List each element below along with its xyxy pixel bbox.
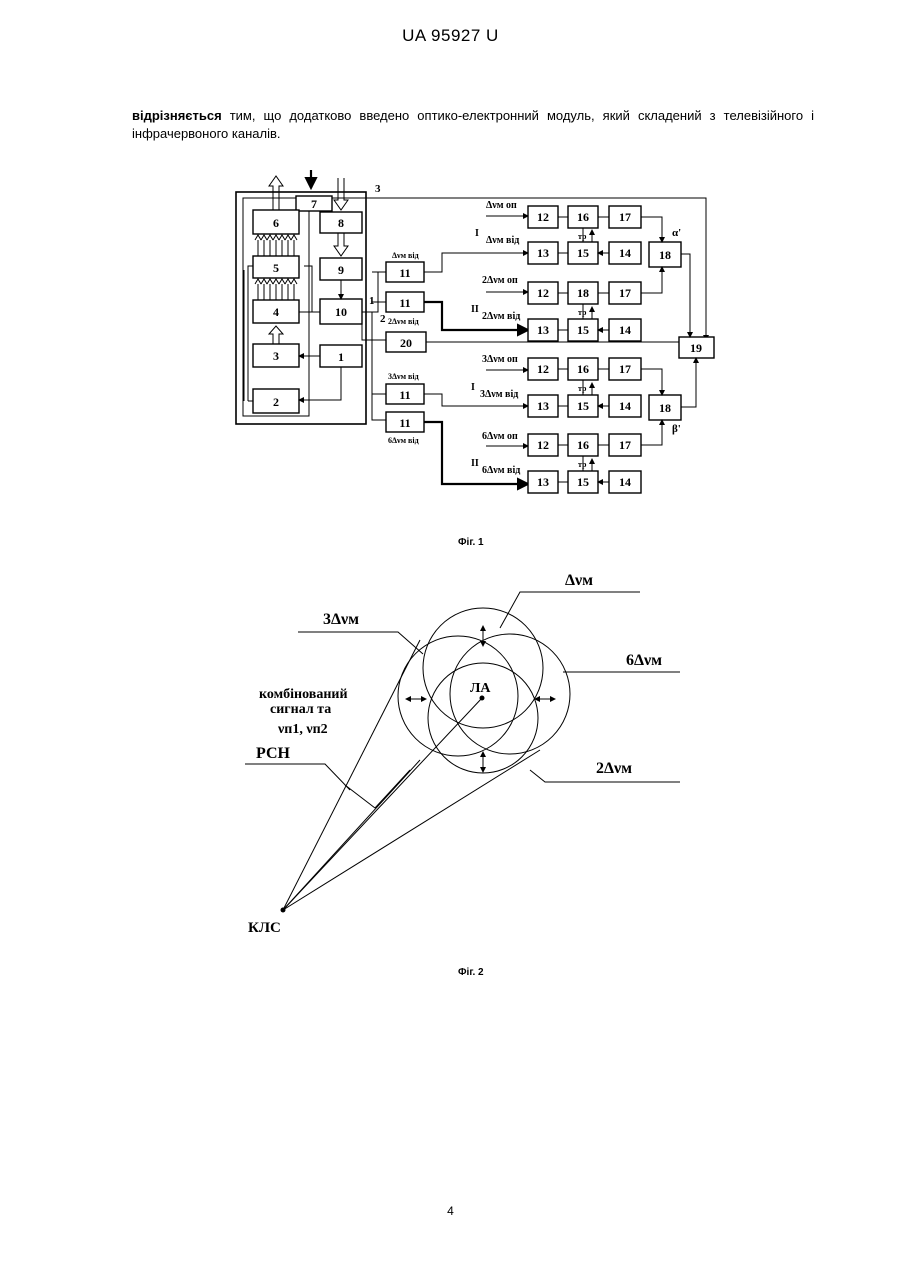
g1-block-12: 12 (537, 210, 549, 224)
g1-block-16: 16 (577, 210, 589, 224)
alpha-label: α' (672, 227, 681, 239)
g3-block-13: 13 (537, 399, 549, 413)
block-18-alpha: 18 (659, 248, 671, 262)
page-number: 4 (0, 1204, 901, 1218)
block-5: 5 (273, 261, 279, 275)
g3-block-14: 14 (619, 399, 631, 413)
g2-roman: II (471, 304, 479, 315)
g1-block-13: 13 (537, 246, 549, 260)
label-g2-od: 2Δνм від (482, 311, 520, 322)
g2-block-12: 12 (537, 286, 549, 300)
g2-block-15: 15 (577, 323, 589, 337)
g4-block-17: 17 (619, 438, 631, 452)
block-20: 20 (400, 336, 412, 350)
block-3: 3 (273, 349, 279, 363)
beta-label: β' (672, 423, 681, 435)
label-g1-op: Δνм оп (486, 200, 517, 211)
label-g3-op: 3Δνм оп (482, 354, 518, 365)
g2-block-18: 18 (577, 286, 589, 300)
block-11-b: 11 (399, 296, 410, 310)
label-3dv-od: 3Δνм від (388, 372, 419, 381)
block-7: 7 (311, 197, 317, 211)
label-g3-od: 3Δνм від (480, 389, 518, 400)
block-11-c: 11 (399, 388, 410, 402)
g2-tr: тр (578, 308, 587, 317)
g1-block-15: 15 (577, 246, 589, 260)
g4-block-15: 15 (577, 475, 589, 489)
figure1-caption: Фіг. 1 (458, 537, 484, 548)
g3-roman: I (471, 382, 475, 393)
g4-block-13: 13 (537, 475, 549, 489)
g4-block-16: 16 (577, 438, 589, 452)
block-19: 19 (690, 341, 702, 355)
block-11-d: 11 (399, 416, 410, 430)
block-2: 2 (273, 395, 279, 409)
label-g2-op: 2Δνм оп (482, 275, 518, 286)
g4-block-14: 14 (619, 475, 631, 489)
mark-3: 3 (375, 183, 381, 195)
mark-2: 2 (380, 313, 386, 325)
block-18-beta: 18 (659, 401, 671, 415)
block-4: 4 (273, 305, 279, 319)
block-11-a: 11 (399, 266, 410, 280)
mark-1: 1 (369, 295, 375, 307)
g1-block-14: 14 (619, 246, 631, 260)
block-9: 9 (338, 263, 344, 277)
block-6: 6 (273, 216, 279, 230)
label-g4-od: 6Δνм від (482, 465, 520, 476)
label-g1-od: Δνм від (486, 235, 519, 246)
g4-tr: тр (578, 460, 587, 469)
g1-block-17: 17 (619, 210, 631, 224)
label-g4-op: 6Δνм оп (482, 431, 518, 442)
figure2-caption: Фіг. 2 (458, 967, 484, 978)
g3-tr: тр (578, 384, 587, 393)
g4-block-12: 12 (537, 438, 549, 452)
label-2dv-od: 2Δνм від (388, 317, 419, 326)
label-6dv-od: 6Δνм від (388, 436, 419, 445)
g1-roman: I (475, 228, 479, 239)
g3-block-16: 16 (577, 362, 589, 376)
block-1: 1 (338, 350, 344, 364)
g3-block-15: 15 (577, 399, 589, 413)
g3-block-17: 17 (619, 362, 631, 376)
g2-block-17: 17 (619, 286, 631, 300)
block-8: 8 (338, 216, 344, 230)
g4-roman: II (471, 458, 479, 469)
block-10: 10 (335, 305, 347, 319)
g1-tr: тр (578, 232, 587, 241)
g2-block-14: 14 (619, 323, 631, 337)
label-dv-od-top: Δνм від (392, 251, 419, 260)
g3-block-12: 12 (537, 362, 549, 376)
g2-block-13: 13 (537, 323, 549, 337)
